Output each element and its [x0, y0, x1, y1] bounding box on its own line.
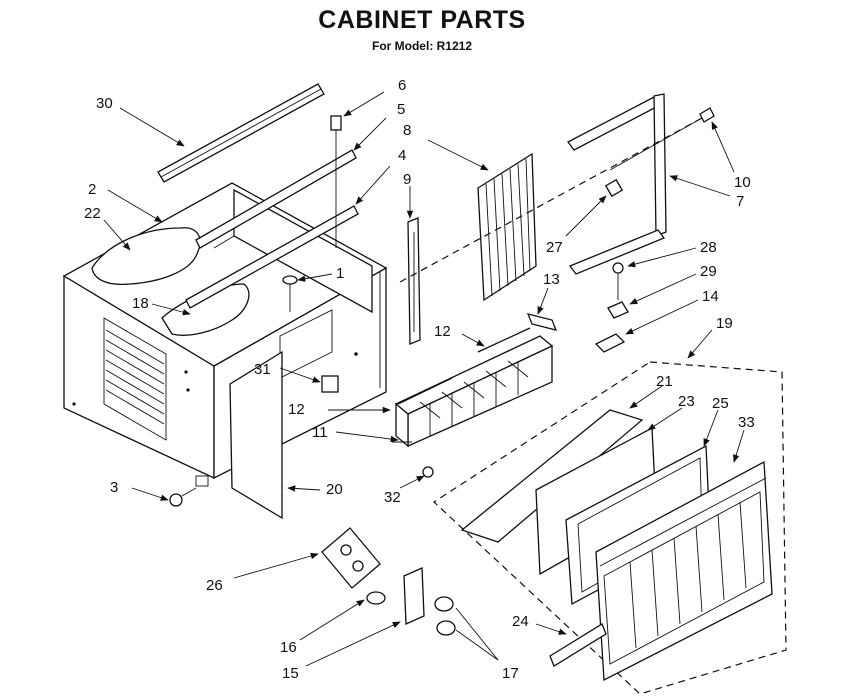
callout-1: 1 — [336, 265, 344, 282]
callout-22: 22 — [84, 205, 101, 222]
callout-12b: 12 — [288, 401, 305, 418]
callout-15: 15 — [282, 665, 299, 682]
callout-arrows — [103, 91, 745, 667]
knob-17-upper — [434, 596, 454, 612]
callout-5: 5 — [397, 101, 405, 118]
callout-3: 3 — [110, 479, 118, 496]
callout-13: 13 — [543, 271, 560, 288]
hinge-plate-15 — [403, 567, 425, 625]
knob-16 — [366, 591, 386, 605]
callout-30: 30 — [96, 95, 113, 112]
callout-9: 9 — [403, 171, 411, 188]
knob-17-lower — [436, 620, 456, 636]
rail-5 — [195, 149, 357, 249]
bracket-26 — [321, 527, 381, 589]
screw-6 — [330, 115, 342, 248]
callout-29: 29 — [700, 263, 717, 280]
callout-17: 17 — [502, 665, 519, 682]
callout-24: 24 — [512, 613, 529, 630]
callout-18: 18 — [132, 295, 149, 312]
callout-20: 20 — [326, 481, 343, 498]
strip-24 — [549, 623, 607, 667]
rod-12-lower — [397, 377, 453, 405]
screw-32 — [422, 466, 434, 478]
filter-20 — [229, 350, 283, 520]
front-panel-group-outline — [433, 361, 787, 695]
callout-25: 25 — [712, 395, 729, 412]
callout-12a: 12 — [434, 323, 451, 340]
callout-8: 8 — [403, 122, 411, 139]
callout-14: 14 — [702, 288, 719, 305]
rail-4 — [185, 205, 359, 309]
fastener-27 — [604, 178, 624, 198]
callout-16: 16 — [280, 639, 297, 656]
callout-23: 23 — [678, 393, 695, 410]
clip-13 — [526, 313, 558, 331]
callout-27: 27 — [546, 239, 563, 256]
frame-7 — [567, 93, 667, 275]
clip-29 — [607, 301, 629, 319]
callout-10: 10 — [734, 174, 751, 191]
grommet-1 — [282, 275, 298, 285]
callout-11: 11 — [312, 424, 328, 441]
callout-33: 33 — [738, 414, 755, 431]
callout-26: 26 — [206, 577, 223, 594]
insulation-pad-22 — [91, 227, 201, 286]
screw-3 — [169, 487, 197, 507]
bracket-14 — [594, 333, 626, 353]
callout-labels: 6 5 4 8 9 1 30 2 22 18 10 7 27 28 29 14 … — [84, 77, 755, 682]
fan-housing-assembly — [394, 335, 554, 448]
rod-12-upper — [477, 327, 531, 353]
page-title: CABINET PARTS — [318, 6, 526, 34]
callout-28: 28 — [700, 239, 717, 256]
callout-21: 21 — [656, 373, 673, 390]
callout-32: 32 — [384, 489, 401, 506]
callout-31: 31 — [254, 361, 271, 378]
fastener-28 — [612, 262, 624, 274]
callout-6: 6 — [398, 77, 406, 94]
callout-4: 4 — [398, 147, 406, 164]
wire-frame-21 — [460, 409, 644, 543]
page-subtitle: For Model: R1212 — [371, 39, 473, 53]
callout-2: 2 — [88, 181, 96, 198]
support-bracket-9 — [407, 217, 421, 345]
callout-19: 19 — [716, 315, 733, 332]
air-deflector-8 — [477, 152, 537, 302]
clip-31 — [321, 375, 339, 393]
cabinet-louvers — [103, 317, 167, 441]
callout-7: 7 — [736, 193, 744, 210]
